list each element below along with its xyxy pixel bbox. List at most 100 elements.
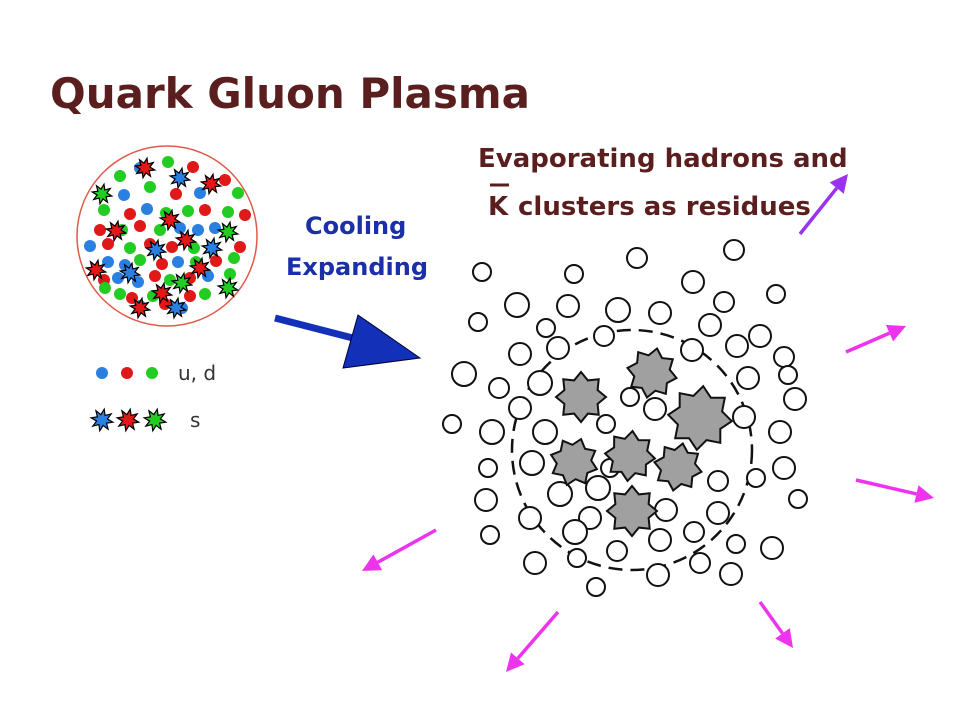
legend-label-strange-quarks: s	[190, 408, 200, 432]
hadron	[585, 475, 611, 501]
quark-dot	[232, 187, 244, 199]
quark-dot	[102, 238, 114, 250]
strange-quark-star	[170, 271, 194, 295]
hadron	[766, 284, 786, 304]
quark-dot	[219, 174, 231, 186]
quark-dot	[149, 270, 161, 282]
hadron	[768, 420, 792, 444]
strange-quark-star	[84, 258, 108, 282]
plasma-blob	[76, 145, 258, 327]
kaon-cluster	[603, 429, 657, 483]
evaporation-arrow	[855, 478, 934, 503]
arrow-head	[775, 628, 793, 648]
fireball-boundary	[510, 328, 754, 572]
strange-quark-star	[216, 220, 240, 244]
quark-dot	[182, 205, 194, 217]
evaporation-arrows	[362, 174, 934, 672]
evaporation-arrow	[362, 528, 437, 571]
legend-quark-dot	[96, 367, 108, 379]
hadron	[567, 548, 587, 568]
hadron	[719, 562, 743, 586]
legend-strange-quark-stars	[89, 407, 168, 433]
legend: u, d s	[89, 361, 216, 433]
hadron	[681, 270, 705, 294]
quark-dot	[134, 220, 146, 232]
hadron	[564, 264, 584, 284]
quark-dot	[166, 241, 178, 253]
legend-strange-star	[89, 407, 115, 433]
hadron	[648, 528, 672, 552]
hadron	[713, 291, 735, 313]
quark-dot	[239, 209, 251, 221]
hadron	[532, 419, 558, 445]
strange-quark-star	[168, 166, 192, 190]
quark-dot	[187, 161, 199, 173]
hadron	[760, 536, 784, 560]
quark-dot	[162, 156, 174, 168]
arrow-shaft	[516, 610, 560, 660]
quark-dot	[114, 170, 126, 182]
process-label-expanding: Expanding	[286, 253, 428, 281]
hadron	[646, 563, 670, 587]
evaporation-arrow	[845, 324, 906, 354]
hadron	[746, 468, 766, 488]
quark-dot	[112, 272, 124, 284]
strange-quark-star	[199, 172, 223, 196]
quark-dot	[144, 181, 156, 193]
hadron	[783, 387, 807, 411]
quark-dot	[222, 206, 234, 218]
strange-quark-star	[144, 238, 168, 262]
result-label-line1: Evaporating hadrons and	[478, 144, 848, 174]
quark-dot	[156, 258, 168, 270]
hadron	[689, 552, 711, 574]
hadron	[519, 450, 545, 476]
hadron	[726, 534, 746, 554]
quark-dot	[118, 189, 130, 201]
strange-quark-star	[128, 296, 152, 320]
hadron	[606, 540, 628, 562]
hadron	[596, 414, 616, 434]
hadron	[707, 470, 729, 492]
hadron	[706, 501, 730, 525]
kaon-cluster	[605, 484, 659, 538]
quark-dot	[199, 204, 211, 216]
quark-dot	[228, 252, 240, 264]
hadron	[643, 397, 667, 421]
quark-dot	[210, 255, 222, 267]
quark-dot	[124, 208, 136, 220]
quark-dot	[172, 256, 184, 268]
arrow-head	[362, 554, 383, 571]
kaon-cluster	[652, 441, 704, 493]
hadron	[626, 247, 648, 269]
hadron	[468, 312, 488, 332]
strange-quark-star	[164, 296, 188, 320]
kaon-cluster	[549, 437, 599, 487]
strange-quark-star	[188, 256, 212, 280]
hadron	[620, 387, 640, 407]
legend-strange-star	[115, 407, 141, 433]
strange-quark-star	[158, 208, 182, 232]
quark-dot	[84, 240, 96, 252]
hadron	[442, 414, 462, 434]
hadron	[683, 521, 705, 543]
legend-strange-star	[142, 407, 168, 433]
arrow-head	[914, 485, 934, 503]
kaon-cluster	[625, 346, 679, 400]
quark-dot	[154, 224, 166, 236]
arrow-shaft	[798, 186, 839, 236]
hadron	[478, 458, 498, 478]
hadron	[605, 297, 631, 323]
arrow-head	[829, 174, 848, 194]
legend-light-quark-dots	[96, 367, 158, 379]
quark-dot	[209, 222, 221, 234]
arrow-shaft	[855, 478, 917, 496]
hadron	[788, 489, 808, 509]
hadron-gas	[442, 239, 808, 597]
result-label-line2: clusters as residues	[518, 192, 811, 222]
hadron	[586, 577, 606, 597]
quark-dot	[102, 256, 114, 268]
quark-dot	[114, 288, 126, 300]
hadron	[536, 318, 556, 338]
